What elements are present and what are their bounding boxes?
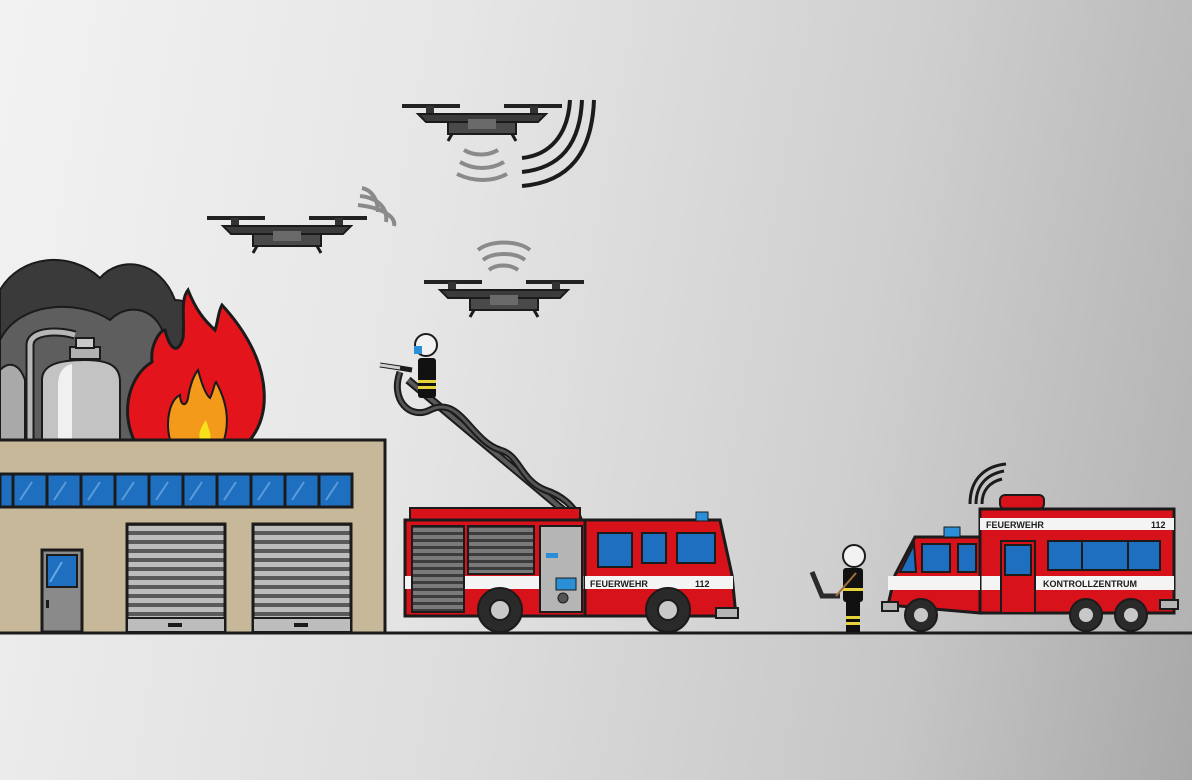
fire-flame <box>126 287 266 442</box>
burning-building <box>0 438 387 635</box>
ground-area <box>0 632 1192 780</box>
control-vehicle-label: FEUERWEHR <box>986 520 1044 530</box>
building-door <box>40 548 84 634</box>
signal-waves-down-icon <box>456 148 508 182</box>
signal-waves-icon <box>521 99 596 188</box>
garage-shutter-2 <box>251 522 353 634</box>
ladder-truck-label: FEUERWEHR <box>590 579 648 589</box>
ladder-fire-truck: FEUERWEHR 112 <box>403 507 739 633</box>
control-vehicle-number: 112 <box>1151 520 1166 530</box>
drone-left <box>205 214 369 255</box>
garage-shutter-1 <box>125 522 227 634</box>
control-vehicle-role: KONTROLLZENTRUM <box>1043 579 1137 589</box>
firefighter-with-laptop <box>809 544 866 632</box>
industrial-tanks <box>0 327 121 441</box>
aerial-ladder <box>393 370 584 524</box>
signal-waves-side-icon <box>357 186 397 227</box>
signal-waves-up-icon <box>476 240 532 272</box>
signal-waves-antenna-icon <box>968 462 1007 505</box>
firefighter-on-ladder <box>379 333 438 398</box>
drone-bottom <box>422 278 586 319</box>
ladder-truck-number: 112 <box>695 579 710 589</box>
drone-top <box>400 102 564 143</box>
control-center-vehicle: FEUERWEHR 112 KONTROLLZENTRUM <box>881 462 1179 632</box>
